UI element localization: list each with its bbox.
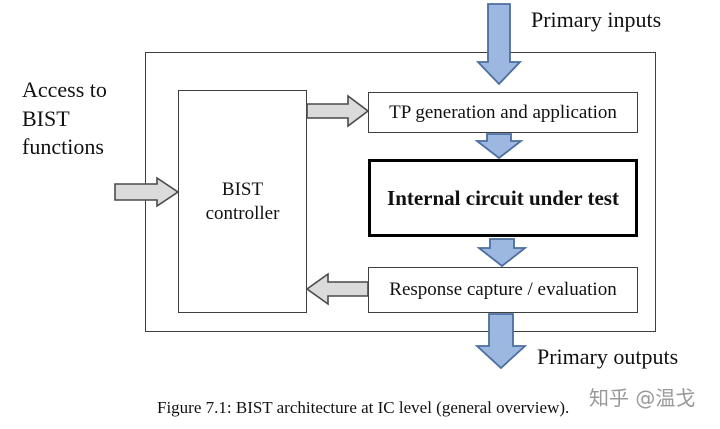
internal-circuit-label: Internal circuit under test — [387, 185, 619, 210]
primary-outputs-label: Primary outputs — [537, 344, 679, 369]
bist-controller-box: BIST controller — [178, 90, 307, 313]
tp-generation-box: TP generation and application — [368, 92, 638, 133]
tp-generation-label: TP generation and application — [389, 101, 617, 123]
bist-controller-label: BIST controller — [205, 178, 280, 224]
internal-circuit-under-test-box: Internal circuit under test — [368, 159, 638, 237]
access-to-bist-functions-label: Access to BIST functions — [22, 77, 107, 160]
response-capture-label: Response capture / evaluation — [389, 279, 617, 300]
response-capture-box: Response capture / evaluation — [368, 267, 638, 313]
watermark: 知乎 @温戈 — [589, 386, 696, 410]
primary-inputs-label: Primary inputs — [531, 7, 662, 32]
figure-caption: Figure 7.1: BIST architecture at IC leve… — [157, 398, 570, 417]
